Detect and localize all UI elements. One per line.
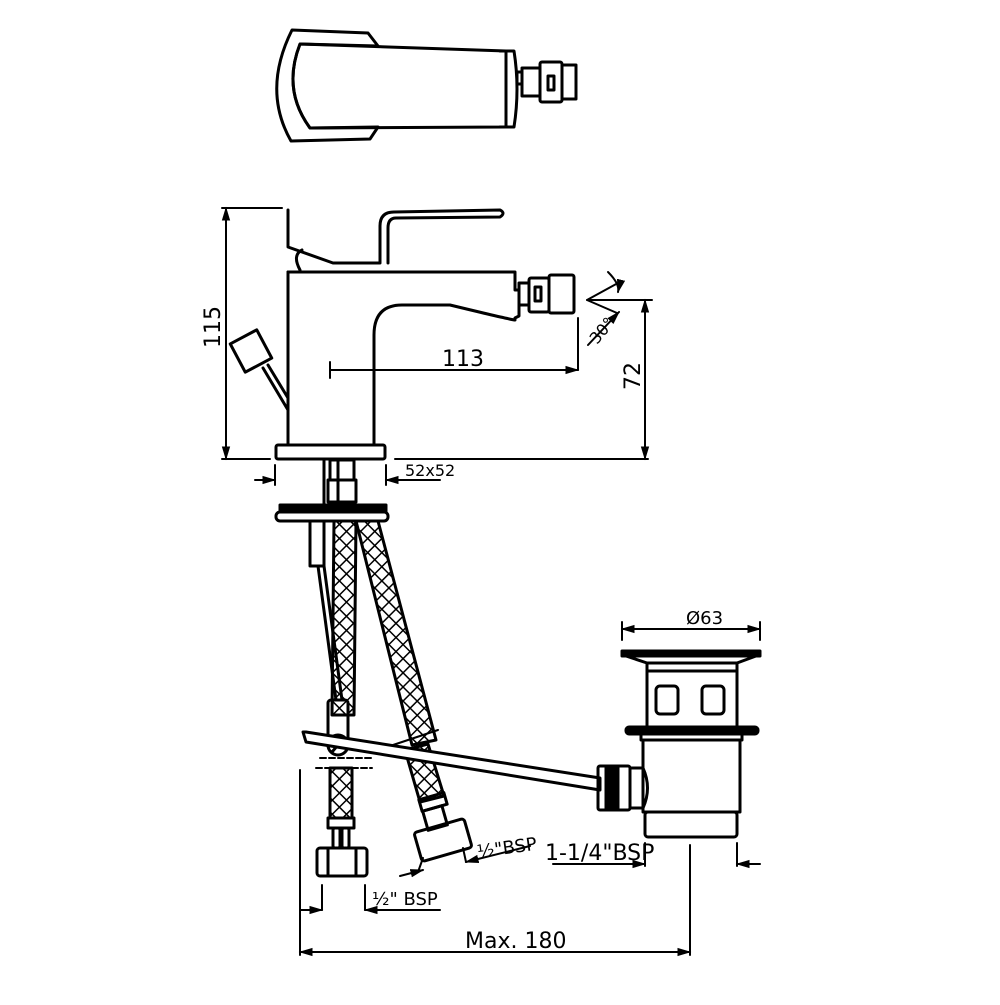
dim-bottom: [298, 769, 761, 957]
dim-diameter-63: [620, 621, 762, 641]
pop-up-waste: [596, 649, 762, 839]
hose-left-lower: [315, 698, 373, 878]
dim-115: [221, 206, 649, 461]
label-hose-connection-right: ½"BSP: [476, 834, 539, 863]
top-view: [275, 28, 578, 143]
label-base-size: 52x52: [405, 461, 455, 480]
label-max-distance: Max. 180: [465, 929, 566, 954]
label-waste-diameter: Ø63: [686, 608, 723, 629]
label-spout-height: 72: [621, 362, 646, 390]
dim-113: [329, 317, 580, 379]
dim-52x52: [254, 464, 441, 486]
pop-up-rod: [301, 730, 602, 792]
label-spout-reach: 113: [442, 347, 484, 372]
label-hose-connection-left: ½" BSP: [372, 889, 438, 910]
side-view: [228, 208, 576, 461]
label-waste-connection: 1-1/4"BSP: [545, 841, 654, 866]
label-overall-height: 115: [201, 306, 226, 348]
dim-72: [586, 271, 653, 461]
installation-view: [274, 457, 438, 747]
